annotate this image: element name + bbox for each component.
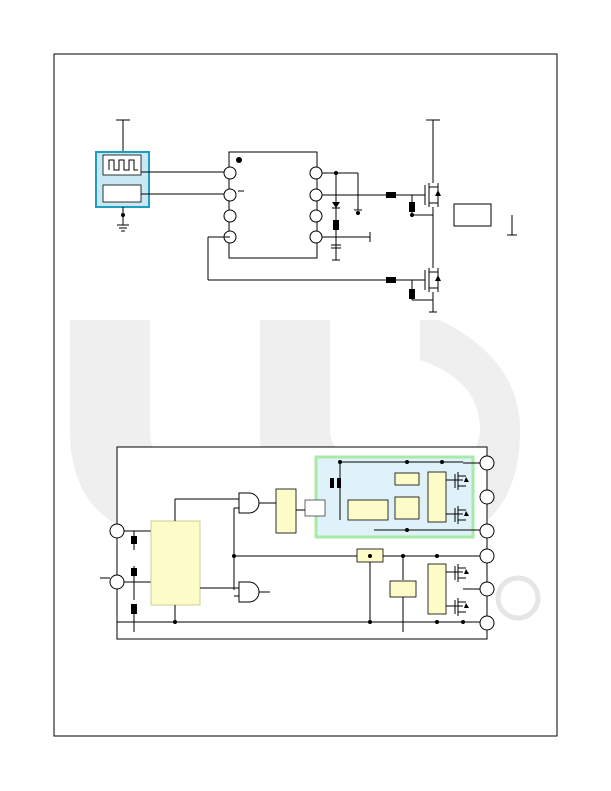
low-side-driver-block xyxy=(427,563,447,615)
ic-pin-8 xyxy=(309,166,323,180)
high-side-output-transistors xyxy=(454,472,469,524)
resistor-icon xyxy=(131,604,137,614)
resistor-icon xyxy=(333,220,339,230)
block-diagram xyxy=(100,446,495,640)
ic-pin-7 xyxy=(309,188,323,202)
high-side-mosfet xyxy=(409,119,441,268)
pin-right-3 xyxy=(479,523,495,539)
load-box xyxy=(453,203,492,227)
resistor-icon xyxy=(131,568,137,576)
high-side-region xyxy=(314,455,475,539)
and-gate-icon xyxy=(238,492,260,514)
resistor-icon xyxy=(409,289,415,299)
resistor-icon xyxy=(386,192,396,198)
pulse-filter-icon xyxy=(304,499,326,517)
pin-right-5 xyxy=(479,581,495,597)
latch-block xyxy=(394,496,420,520)
ic-pin-6 xyxy=(309,209,323,223)
registered-mark-icon xyxy=(495,575,541,621)
ic-pin-3 xyxy=(223,209,237,223)
low-side-uvlo-block xyxy=(389,580,417,598)
pin-right-4 xyxy=(479,548,495,564)
oscillator-block xyxy=(95,119,224,232)
low-side-mosfet xyxy=(409,268,441,313)
and-gate-icon xyxy=(238,581,260,603)
resistor-icon xyxy=(386,277,396,283)
capacitor-icon xyxy=(330,478,334,488)
ic-pin-5 xyxy=(309,230,323,244)
diode-icon xyxy=(332,202,340,208)
uvlo-block xyxy=(394,472,420,486)
ic-pin-1 xyxy=(223,166,237,180)
top-circuit xyxy=(95,119,517,313)
pin-right-2 xyxy=(479,489,495,505)
pin-left-2 xyxy=(109,574,125,590)
pin1-marker-icon xyxy=(236,157,242,163)
resistor-icon xyxy=(131,536,137,544)
high-side-logic-block xyxy=(347,499,389,521)
logic-block xyxy=(150,520,201,606)
resistor-icon xyxy=(409,202,415,212)
pin-left-1 xyxy=(109,523,125,539)
driver-ic xyxy=(223,151,323,259)
page-border xyxy=(53,53,558,737)
pin-right-6 xyxy=(479,615,495,631)
ic-pin-2 xyxy=(223,188,237,202)
level-shift-block xyxy=(275,488,297,534)
pin-right-1 xyxy=(479,455,495,471)
square-wave-icon xyxy=(108,159,138,171)
high-side-driver-block xyxy=(427,471,447,523)
low-side-output-transistors xyxy=(454,564,469,616)
